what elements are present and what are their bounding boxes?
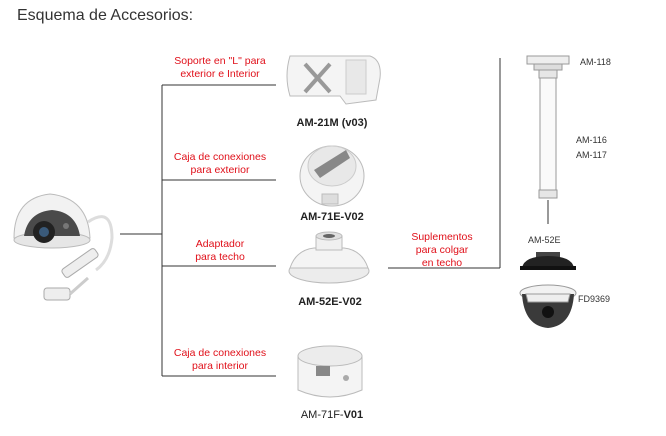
branch-label-l-bracket: Soporte en "L" para exterior e Interior: [165, 55, 275, 81]
pendant-pole-icon: [526, 55, 570, 199]
outdoor-junction-box-icon: [299, 145, 365, 207]
label-fd9369: FD9369: [578, 294, 611, 304]
dome-camera-icon: [13, 193, 114, 301]
label-line: exterior e Interior: [180, 68, 260, 80]
model-am-21m: AM-21M (v03): [296, 117, 368, 129]
ceiling-adapter-icon: [288, 231, 370, 284]
model-suffix: V01: [343, 409, 364, 421]
model-prefix: AM-71F-: [300, 409, 344, 421]
page-title: Esquema de Accesorios:: [17, 7, 194, 24]
label-line: Caja de conexiones: [173, 347, 267, 359]
extension-label: Suplementos para colgar en techo: [392, 231, 492, 270]
model-am-71f: AM-71F-V01: [282, 409, 382, 421]
label-line: Caja de conexiones: [173, 151, 267, 163]
label-line: para interior: [191, 360, 249, 372]
label-am-52e: AM-52E: [528, 235, 561, 245]
label-line: para exterior: [190, 164, 250, 176]
branch-label-outdoor-box: Caja de conexiones para exterior: [165, 151, 275, 177]
connector-lines: [120, 58, 549, 377]
pendant-adapter-icon: [520, 252, 576, 270]
label-line: Adaptador: [195, 238, 245, 250]
indoor-junction-box-icon: [297, 345, 363, 398]
label-am-116: AM-116: [576, 135, 607, 145]
branch-label-indoor-box: Caja de conexiones para interior: [165, 347, 275, 373]
model-am-71e: AM-71E-V02: [300, 211, 364, 223]
label-line: en techo: [421, 257, 463, 269]
label-am-118: AM-118: [580, 57, 611, 67]
label-am-117: AM-117: [576, 150, 607, 160]
label-line: Suplementos: [411, 231, 473, 243]
label-line: para techo: [195, 251, 245, 263]
fd9369-camera-icon: [519, 284, 577, 328]
label-line: Soporte en "L" para: [174, 55, 266, 67]
model-am-52e-v02: AM-52E-V02: [298, 296, 362, 308]
branch-label-ceiling-adapter: Adaptador para techo: [165, 238, 275, 264]
label-line: para colgar: [415, 244, 469, 256]
l-bracket-icon: [286, 55, 381, 105]
